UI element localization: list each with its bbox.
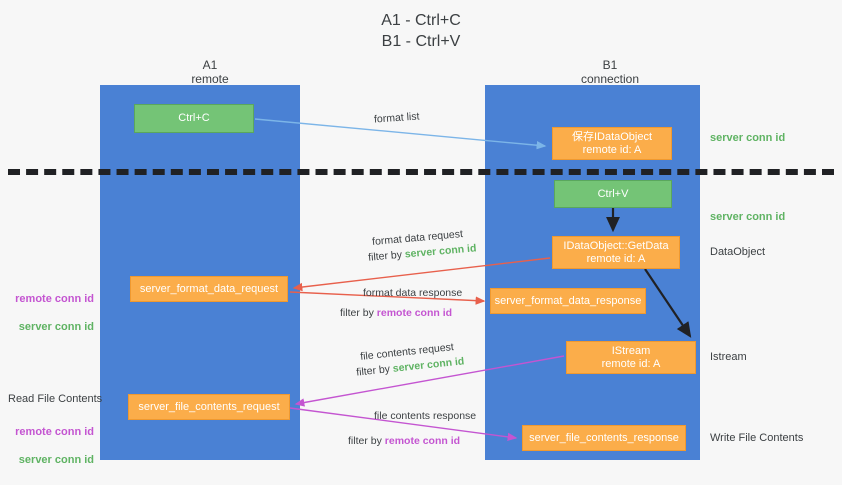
box-server-file-contents-response[interactable]: server_file_contents_response [522, 425, 686, 451]
box-istream[interactable]: IStream remote id: A [566, 341, 696, 374]
page-title: A1 - Ctrl+C B1 - Ctrl+V [381, 12, 461, 50]
edge-label-format-data-response: format data response [363, 287, 463, 299]
box-server-format-data-response[interactable]: server_format_data_response [490, 288, 646, 314]
box-server-format-data-request[interactable]: server_format_data_request [130, 276, 288, 302]
edge-label-format-list: format list [373, 110, 420, 126]
left-label-remote-conn-id-2: remote conn id [15, 426, 94, 438]
filter-prefix: filter by [348, 435, 385, 447]
edge-label-file-contents-response-filter: filter by remote conn id [348, 434, 460, 448]
filter-prefix: filter by [355, 362, 394, 379]
filter-value-remote-conn-id: remote conn id [384, 435, 461, 447]
side-label-write-file-contents: Write File Contents [710, 432, 804, 444]
column-header-a1: A1 remote [191, 58, 229, 86]
box-copy-idataobject[interactable]: 保存IDataObject remote id: A [552, 127, 672, 160]
left-label-remote-conn-id-1: remote conn id [15, 293, 94, 305]
filter-prefix: filter by [367, 248, 406, 264]
box-server-file-contents-request[interactable]: server_file_contents_request [128, 394, 290, 420]
phase-divider [8, 169, 834, 175]
left-label-server-conn-id-1: server conn id [18, 321, 94, 333]
box-ctrl-c[interactable]: Ctrl+C [134, 104, 254, 133]
edge-label-format-data-response-filter: filter by remote conn id [340, 306, 452, 320]
box-idataobject-getdata[interactable]: IDataObject::GetData remote id: A [552, 236, 680, 269]
left-label-conn-ids-format: remote conn id server conn id [8, 278, 94, 348]
column-header-b1: B1 connection [580, 58, 640, 86]
side-label-dataobject: DataObject [710, 246, 766, 258]
side-label-istream: Istream [710, 351, 747, 363]
left-label-conn-ids-file: remote conn id server conn id [8, 411, 94, 481]
box-ctrl-v[interactable]: Ctrl+V [554, 180, 672, 208]
edge-label-file-contents-response: file contents response [374, 410, 477, 422]
filter-value-remote-conn-id: remote conn id [376, 307, 453, 319]
left-label-server-conn-id-2: server conn id [18, 454, 94, 466]
side-label-server-conn-id-top: server conn id [710, 132, 786, 144]
filter-prefix: filter by [340, 307, 377, 319]
left-label-read-file-contents: Read File Contents [8, 393, 103, 405]
side-label-server-conn-id-mid: server conn id [710, 211, 786, 223]
